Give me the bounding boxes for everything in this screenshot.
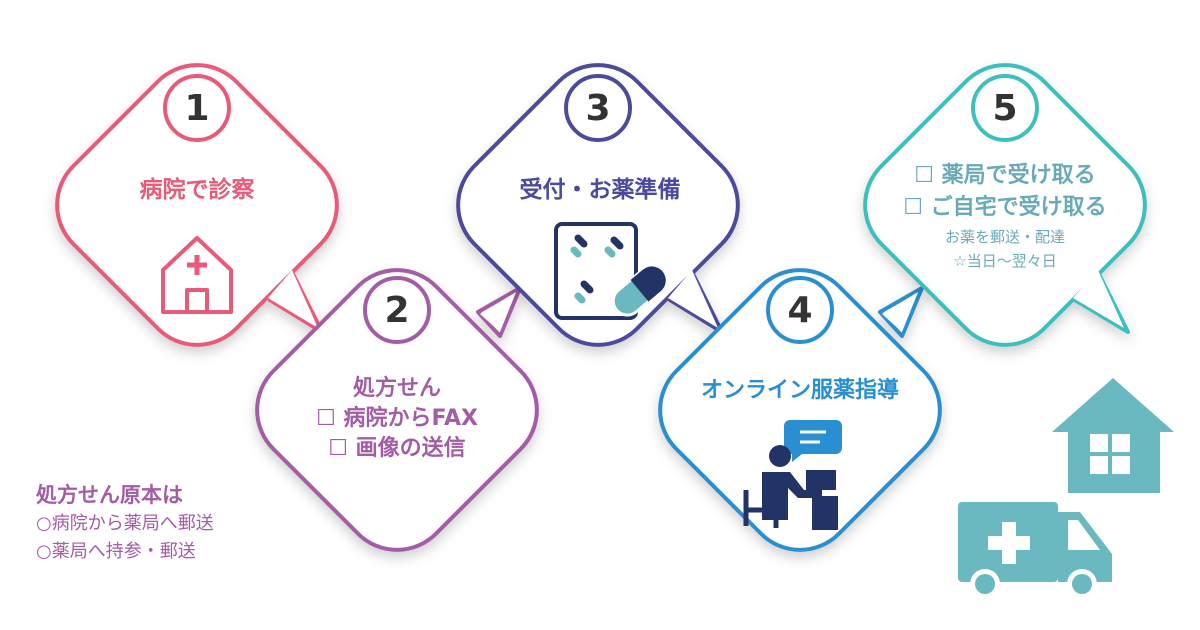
original-note-line-2: ○薬局へ持参・郵送: [36, 541, 196, 562]
step1-title: 病院で診察: [139, 177, 255, 203]
step4-number: 4: [766, 276, 834, 344]
step4-bubble: [658, 268, 942, 552]
step2-option-image: ☐ 画像の送信: [328, 436, 466, 461]
step2-option-fax: ☐ 病院からFAX: [316, 406, 478, 431]
step2-title: 処方せん: [352, 376, 441, 401]
step3-number: 3: [564, 74, 632, 142]
step1-number: 1: [163, 74, 231, 142]
step5-number: 5: [971, 74, 1039, 142]
step5-option-home: ☐ ご自宅で受け取る: [903, 195, 1107, 220]
step4-title: オンライン服薬指導: [700, 378, 899, 403]
medicine-board-icon: [554, 222, 668, 320]
step1-bubble: [55, 63, 339, 347]
step5-note-delivery: お薬を郵送・配達: [944, 228, 1065, 246]
ambulance-icon: [958, 502, 1112, 599]
step5-note-timing: ☆当日〜翌々日: [953, 252, 1057, 270]
step5-option-pharmacy: ☐ 薬局で受け取る: [914, 163, 1096, 188]
online-consultation-icon: [743, 420, 842, 530]
house-icon: [1052, 378, 1174, 493]
step3-title: 受付・お薬準備: [519, 177, 681, 203]
original-note-line-1: ○病院から薬局へ郵送: [36, 513, 214, 534]
step2-bubble: [255, 268, 539, 552]
hospital-icon: [161, 236, 233, 314]
step5-bubble: [863, 63, 1147, 347]
step3-bubble: [456, 63, 740, 347]
step2-number: 2: [363, 276, 431, 344]
original-note-title: 処方せん原本は: [36, 483, 183, 507]
